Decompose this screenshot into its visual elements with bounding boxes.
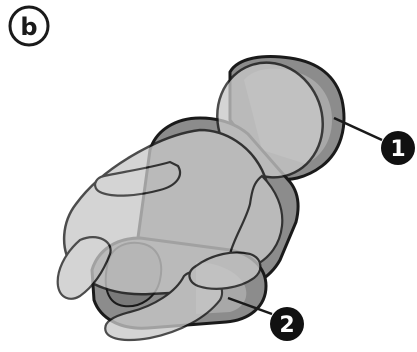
callout-1-number: 1 [390,137,405,162]
callout-2-number: 2 [279,313,294,338]
panel-label: b [10,7,48,45]
callout-2: 2 [270,307,304,341]
panel-label-text: b [20,13,37,41]
callout-1: 1 [381,131,415,165]
